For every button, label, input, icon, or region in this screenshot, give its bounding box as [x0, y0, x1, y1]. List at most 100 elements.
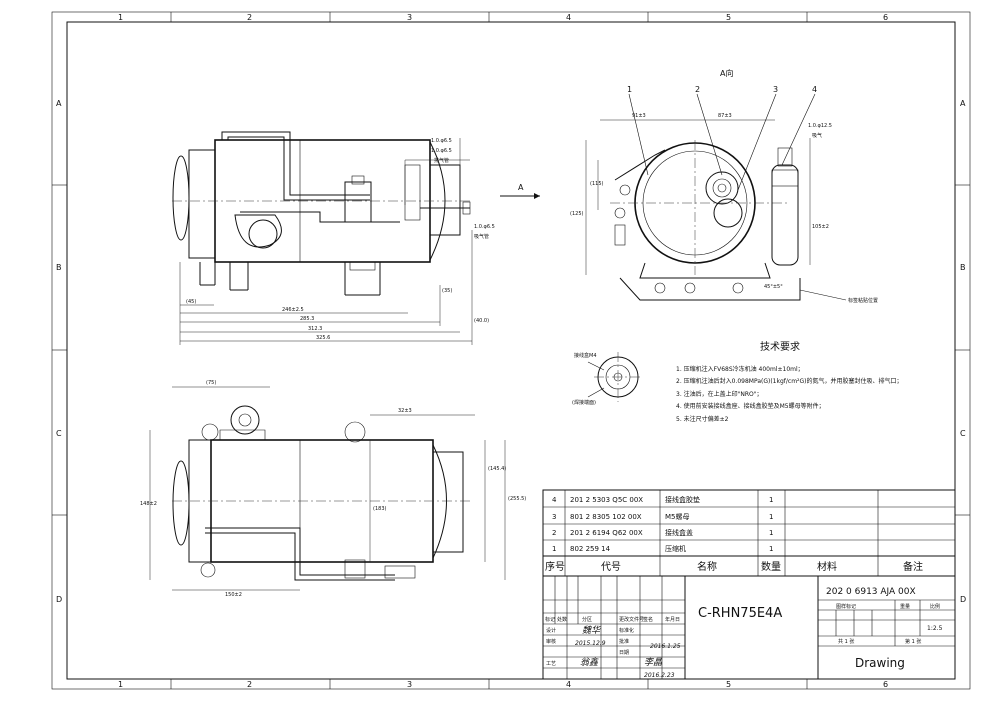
- dim-note: 标签粘贴位置: [848, 297, 878, 304]
- bom-code: 801 2 8305 102 00X: [570, 513, 642, 521]
- dim-text: 148±2: [140, 501, 157, 507]
- drawing-frame: [51, 11, 971, 690]
- row-label: C: [960, 429, 966, 438]
- row-label: B: [56, 263, 62, 272]
- bom-header-note: 备注: [903, 560, 923, 573]
- dim-text: (75): [206, 380, 216, 386]
- bom-header-no: 序号: [545, 560, 565, 573]
- side-view-labels: A向 1 2 3 4 91±3 87±3 1.0.φ12.5 吸气 105±2 …: [570, 68, 878, 304]
- bom-code: 201 2 6194 Q62 00X: [570, 529, 643, 537]
- view-arrow-label: A: [518, 183, 524, 192]
- dim-note: 排气管: [434, 157, 449, 164]
- dim-text: 312.3: [308, 326, 322, 332]
- sign-date: 2016.2.23: [644, 672, 675, 679]
- col-label: 2: [247, 680, 252, 689]
- row-label: C: [56, 429, 62, 438]
- front-view: [172, 131, 473, 345]
- sign-date: 2015.12.9: [575, 640, 606, 647]
- bom-header-qty: 数量: [761, 560, 781, 573]
- row-label: A: [56, 99, 62, 108]
- bom-no: 2: [552, 529, 556, 537]
- dim-text: 150±2: [225, 592, 242, 598]
- bottom-view: [149, 386, 506, 591]
- rev-header: 处数: [557, 616, 567, 623]
- col-label: 4: [566, 13, 571, 22]
- bom-name: M5螺母: [665, 512, 690, 521]
- role-label: 设计: [546, 627, 556, 634]
- col-label: 3: [407, 680, 412, 689]
- row-label: D: [56, 595, 62, 604]
- col-label: 3: [407, 13, 412, 22]
- model-name: C-RHN75E4A: [698, 606, 782, 621]
- dim-text: (45): [186, 299, 196, 305]
- bom-qty: 1: [769, 513, 773, 521]
- dim-text: 1.0.φ6.5: [474, 224, 495, 230]
- border-column-labels-top: 1 2 3 4 5 6: [118, 13, 888, 22]
- sign-date: 2016.1.25: [650, 643, 681, 650]
- section-view-label: A向: [720, 68, 733, 78]
- signature: 魏华: [582, 625, 601, 636]
- dim-text: (145.4): [488, 466, 506, 472]
- border-row-labels: A B C D A B C D: [56, 99, 966, 604]
- bom-name: 压缩机: [665, 544, 686, 553]
- dim-text: 87±3: [718, 113, 732, 119]
- terminal-detail-view: 接线盒M4 (焊接端面): [572, 352, 642, 406]
- title-block-text: C-RHN75E4A 202 0 6913 AJA 00X Drawing 图样…: [545, 587, 943, 679]
- col-label: 2: [247, 13, 252, 22]
- drawing-number: 202 0 6913 AJA 00X: [826, 587, 916, 597]
- bom-qty: 1: [769, 529, 773, 537]
- tech-item: 3. 注油后，在上盖上印"NRO"；: [676, 390, 763, 398]
- bottom-view-dimensions: (75) 32±3 (145.4) (255.5) 148±2 150±2 (1…: [140, 380, 526, 598]
- drawing-type: Drawing: [855, 656, 905, 670]
- tech-title: 技术要求: [760, 340, 800, 353]
- scale-value: 1:2.5: [927, 625, 943, 632]
- rev-header: 年月日: [665, 616, 680, 623]
- callout-3: 3: [773, 85, 778, 94]
- dim-text: 105±2: [812, 224, 829, 230]
- dim-text: 91±3: [632, 113, 646, 119]
- dim-text: 1.0.φ6.5: [431, 148, 452, 154]
- dim-text: (40.0): [474, 318, 489, 324]
- role-label: 审核: [546, 638, 556, 645]
- col-label: 6: [883, 680, 888, 689]
- dim-text: 246±2.5: [282, 307, 304, 313]
- border-column-labels-bottom: 1 2 3 4 5 6: [118, 680, 888, 689]
- bom-no: 4: [552, 496, 557, 504]
- dim-text: (35): [442, 288, 452, 294]
- bom-rows: 4 201 2 5303 Q5C 00X 接线盒胶垫 1 3 801 2 830…: [545, 495, 923, 573]
- tech-item: 4. 使用前安装接线盒座、接线盒胶垫及M5螺母等附件；: [676, 402, 825, 410]
- tech-item: 5. 未注尺寸偏差±2: [676, 415, 729, 423]
- row-label: A: [960, 99, 966, 108]
- bom-code: 802 259 14: [570, 545, 611, 553]
- dim-text: (183): [373, 506, 386, 512]
- front-view-dimensions: (45) 246±2.5 285.3 312.3 325.6 (35) (40.…: [186, 138, 540, 341]
- role-label: 工艺: [546, 661, 556, 667]
- role-label: 批准: [619, 638, 629, 645]
- callout-2: 2: [695, 85, 700, 94]
- bom-qty: 1: [769, 545, 773, 553]
- dim-text: 32±3: [398, 408, 412, 414]
- col-label: 5: [726, 13, 731, 22]
- col-label: 6: [883, 13, 888, 22]
- dim-note: 吸气: [812, 132, 822, 139]
- role-label: 日期: [619, 650, 629, 656]
- weight-header: 重量: [900, 603, 910, 610]
- tech-item: 2. 压缩机注油后封入0.098MPa(G)(1kgf/cm²G)的氮气，并用胶…: [676, 377, 902, 385]
- title-block: [542, 575, 956, 680]
- callout-1: 1: [627, 85, 632, 94]
- scale-header: 比例: [930, 603, 940, 610]
- bom-header-name: 名称: [697, 560, 717, 573]
- callout-4: 4: [812, 85, 817, 94]
- dim-text: (255.5): [508, 496, 526, 502]
- rev-header: 签名: [643, 616, 653, 623]
- terminal-label: (焊接端面): [572, 399, 596, 406]
- stage-header: 图样标记: [836, 603, 856, 610]
- technical-requirements: 技术要求 1. 压缩机注入FV68S冷冻机油 400ml±10ml； 2. 压缩…: [676, 340, 902, 423]
- bom-name: 接线盒盖: [665, 528, 693, 537]
- signature: 翁鑫: [580, 657, 599, 668]
- tech-item: 1. 压缩机注入FV68S冷冻机油 400ml±10ml；: [676, 365, 804, 373]
- col-label: 4: [566, 680, 571, 689]
- bom-name: 接线盒胶垫: [665, 495, 700, 504]
- dim-text: 45°±5°: [764, 284, 783, 290]
